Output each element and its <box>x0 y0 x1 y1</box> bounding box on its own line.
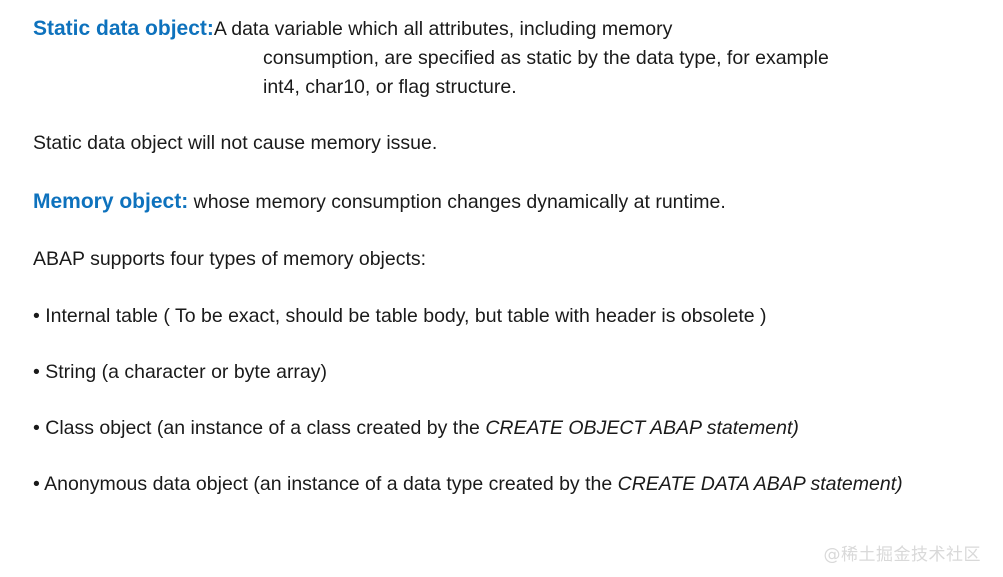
abap-supports-intro: ABAP supports four types of memory objec… <box>33 248 427 270</box>
list-item: • Anonymous data object (an instance of … <box>33 470 973 499</box>
bullet-marker-icon: • <box>33 417 46 439</box>
list-item: • Class object (an instance of a class c… <box>33 414 973 443</box>
static-data-object-term: Static data object: <box>33 17 214 40</box>
definition-line-3: int4, char10, or flag structure. <box>263 76 517 98</box>
bullet-marker-icon: • <box>33 361 46 383</box>
list-item-label: Internal table ( To be exact, should be … <box>45 305 767 327</box>
list-item-emphasis: CREATE DATA ABAP statement) <box>617 473 903 495</box>
list-item-label: Class object (an instance of a class cre… <box>45 417 486 439</box>
bullet-marker-icon: • <box>33 473 45 495</box>
memory-object-description: whose memory consumption changes dynamic… <box>188 191 726 213</box>
bullet-marker-icon: • <box>33 305 46 327</box>
memory-object-definition: Memory object: whose memory consumption … <box>33 188 726 216</box>
definition-first-line: Static data object:A data variable which… <box>33 14 978 44</box>
static-data-object-note: Static data object will not cause memory… <box>33 132 438 154</box>
memory-object-term: Memory object: <box>33 190 189 213</box>
list-item-label: Anonymous data object (an instance of a … <box>44 473 618 495</box>
list-item: • Internal table ( To be exact, should b… <box>33 302 973 331</box>
definition-line-1: A data variable which all attributes, in… <box>213 18 673 40</box>
list-item-label: String (a character or byte array) <box>45 361 328 383</box>
list-item: • String (a character or byte array) <box>33 358 973 387</box>
definition-line-2: consumption, are specified as static by … <box>263 47 829 69</box>
watermark: @稀土掘金技术社区 <box>823 545 981 565</box>
static-data-object-definition: Static data object:A data variable which… <box>33 14 978 102</box>
list-item-emphasis: CREATE OBJECT ABAP statement) <box>485 417 799 439</box>
